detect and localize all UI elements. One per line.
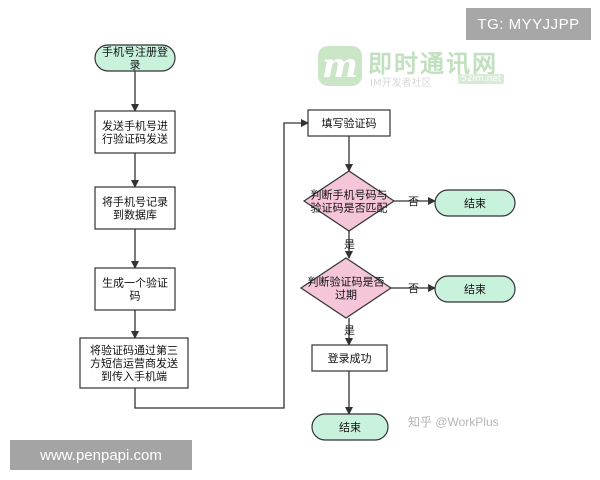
node-label-line: 到数据库 (113, 208, 157, 222)
process-shape (307, 109, 391, 137)
terminal-shape (94, 44, 176, 72)
edge-label-no-1: 否 (408, 195, 419, 208)
node-login-success: 登录成功 (311, 344, 388, 372)
node-label-line: 发送手机号进 (102, 119, 168, 133)
edge-label-yes-2: 是 (344, 324, 355, 337)
process-shape (94, 267, 176, 311)
zhihu-watermark: 知乎 @WorkPlus (408, 415, 499, 429)
node-label-line: 将验证码通过第三 (90, 343, 178, 357)
logo-title: 即时通讯网 (368, 50, 498, 78)
logo-site: 52im.net (458, 74, 505, 84)
node-label-line: 将手机号记录 (102, 195, 168, 209)
node-label-line: 方短信运营商发送 (90, 356, 178, 370)
node-label-line: 手机号注册登 (102, 45, 168, 59)
logo-mark-icon: m (318, 46, 362, 86)
edge-label-yes-1: 是 (344, 238, 355, 251)
node-label-line: 登录成功 (328, 351, 372, 365)
process-shape (94, 110, 176, 154)
flowchart-edges (131, 71, 436, 415)
terminal-shape (434, 275, 516, 303)
edge-label-no-2: 否 (408, 282, 419, 295)
site-tag-text: www.penpapi.com (40, 446, 162, 464)
node-label-line: 判断手机号码与 (311, 188, 388, 202)
node-label-line: 行验证码发送 (102, 132, 168, 146)
flowchart-nodes: 手机号注册登录发送手机号进行验证码发送将手机号记录到数据库生成一个验证码将验证码… (79, 44, 516, 441)
process-shape (94, 186, 176, 230)
node-label-line: 验证码是否匹配 (311, 201, 388, 215)
node-label-line: 码 (130, 290, 141, 303)
process-shape (79, 337, 189, 389)
telegram-tag-text: TG: MYYJJPP (477, 15, 580, 33)
telegram-tag: TG: MYYJJPP (466, 8, 591, 40)
logo-subtitle: IM开发者社区 (370, 78, 432, 89)
node-label-line: 过期 (335, 289, 357, 302)
node-end-2: 结束 (434, 275, 516, 303)
node-label-line: 填写验证码 (322, 116, 377, 130)
node-label-line: 生成一个验证 (102, 276, 168, 290)
node-label-line: 判断验证码是否 (308, 275, 385, 289)
im-logo-watermark: m 即时通讯网 IM开发者社区 52im.net (318, 44, 518, 92)
site-tag: www.penpapi.com (10, 440, 192, 470)
node-fill-code: 填写验证码 (307, 109, 391, 137)
process-shape (311, 344, 388, 372)
node-label-line: 结束 (464, 283, 486, 296)
node-label-line: 结束 (464, 197, 486, 210)
decision-shape (302, 170, 396, 232)
node-label-line: 录 (130, 59, 141, 72)
decision-shape (299, 257, 393, 319)
node-label-line: 结束 (339, 421, 361, 434)
terminal-shape (434, 189, 516, 217)
node-end-3: 结束 (311, 413, 389, 441)
node-label-line: 到传入手机端 (101, 369, 167, 383)
terminal-shape (311, 413, 389, 441)
node-end-1: 结束 (434, 189, 516, 217)
edge-sms-to-fill (134, 119, 309, 409)
